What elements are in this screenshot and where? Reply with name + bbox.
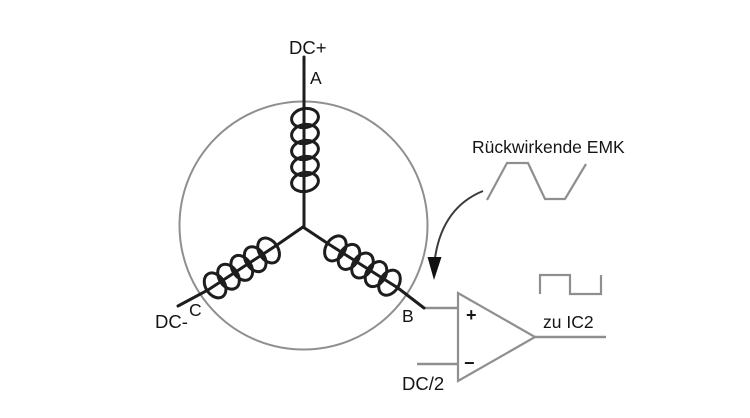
label-terminal-a: A bbox=[310, 68, 322, 88]
label-terminal-b: B bbox=[402, 306, 414, 326]
winding-a-coil bbox=[290, 106, 320, 194]
coil-loop bbox=[229, 253, 255, 282]
winding-c-axis bbox=[176, 225, 305, 308]
winding-b-coil bbox=[323, 234, 402, 297]
label-terminal-c: C bbox=[189, 300, 202, 320]
coil-loop bbox=[350, 251, 375, 280]
coil-loop bbox=[323, 234, 348, 263]
coil-loop bbox=[290, 122, 320, 146]
coil-loop bbox=[363, 260, 389, 289]
coil-loop bbox=[290, 106, 320, 130]
comparator-minus-sign: − bbox=[464, 353, 475, 373]
labels-group: DC+ A DC- C B Rückwirkende EMK zu IC2 DC… bbox=[155, 37, 625, 394]
coil-loop bbox=[242, 245, 268, 274]
back-emf-arrow-group bbox=[427, 190, 484, 280]
label-dc-minus: DC- bbox=[155, 311, 188, 332]
label-back-emf: Rückwirkende EMK bbox=[472, 137, 625, 157]
label-dc-half: DC/2 bbox=[402, 373, 444, 394]
coil-loop bbox=[290, 154, 320, 178]
coil-loop bbox=[290, 138, 320, 162]
winding-b-axis bbox=[301, 225, 426, 310]
comparator-triangle bbox=[456, 291, 538, 383]
coil-loop bbox=[377, 268, 402, 297]
windings-group bbox=[176, 55, 426, 310]
coil-loop bbox=[216, 262, 241, 291]
label-output-zu-ic2: zu IC2 bbox=[543, 312, 594, 332]
label-dc-plus: DC+ bbox=[289, 37, 327, 58]
comparator-plus-sign: + bbox=[466, 305, 477, 325]
winding-c-coil bbox=[202, 236, 281, 300]
arrowhead-icon bbox=[427, 257, 442, 280]
back-emf-waveform bbox=[486, 161, 587, 201]
curved-arrow-shaft bbox=[434, 190, 484, 259]
coil-loop bbox=[336, 242, 362, 271]
square-wave-symbol bbox=[538, 273, 603, 296]
coil-loop bbox=[202, 271, 228, 300]
coil-loop bbox=[290, 170, 320, 194]
coil-loop bbox=[256, 236, 281, 265]
